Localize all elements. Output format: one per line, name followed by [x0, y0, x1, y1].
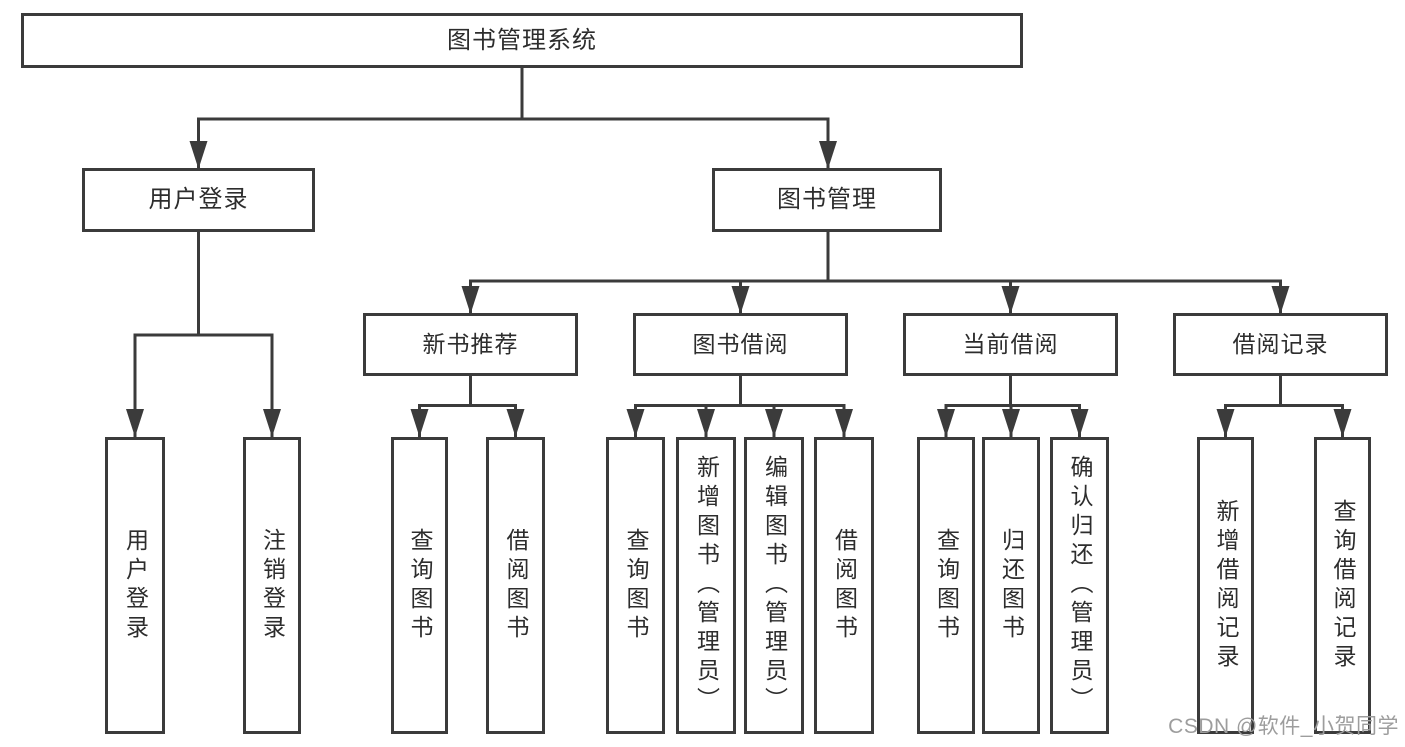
node-current-borrow: 当前借阅	[903, 313, 1118, 376]
node-library-system: 图书管理系统	[21, 13, 1023, 68]
leaf-logout: 注销登录	[243, 437, 301, 734]
node-new-book-recommend: 新书推荐	[363, 313, 578, 376]
leaf-query-borrow-record: 查询借阅记录	[1314, 437, 1371, 734]
leaf-add-borrow-record: 新增借阅记录	[1197, 437, 1254, 734]
leaf-user-login: 用户登录	[105, 437, 165, 734]
node-book-management: 图书管理	[712, 168, 942, 232]
leaf-confirm-return-admin: 确认归还（管理员）	[1050, 437, 1109, 734]
watermark: CSDN @软件_小贺同学	[1168, 715, 1399, 738]
node-user-login: 用户登录	[82, 168, 315, 232]
node-book-borrow: 图书借阅	[633, 313, 848, 376]
leaf-query-book-recommend: 查询图书	[391, 437, 448, 734]
leaf-query-book-current: 查询图书	[917, 437, 975, 734]
leaf-borrow-book: 借阅图书	[814, 437, 874, 734]
leaf-add-book-admin: 新增图书（管理员）	[676, 437, 736, 734]
node-borrow-record: 借阅记录	[1173, 313, 1388, 376]
leaf-borrow-book-recommend: 借阅图书	[486, 437, 545, 734]
leaf-query-book-borrow: 查询图书	[606, 437, 665, 734]
leaf-edit-book-admin: 编辑图书（管理员）	[744, 437, 804, 734]
leaf-return-book: 归还图书	[982, 437, 1040, 734]
